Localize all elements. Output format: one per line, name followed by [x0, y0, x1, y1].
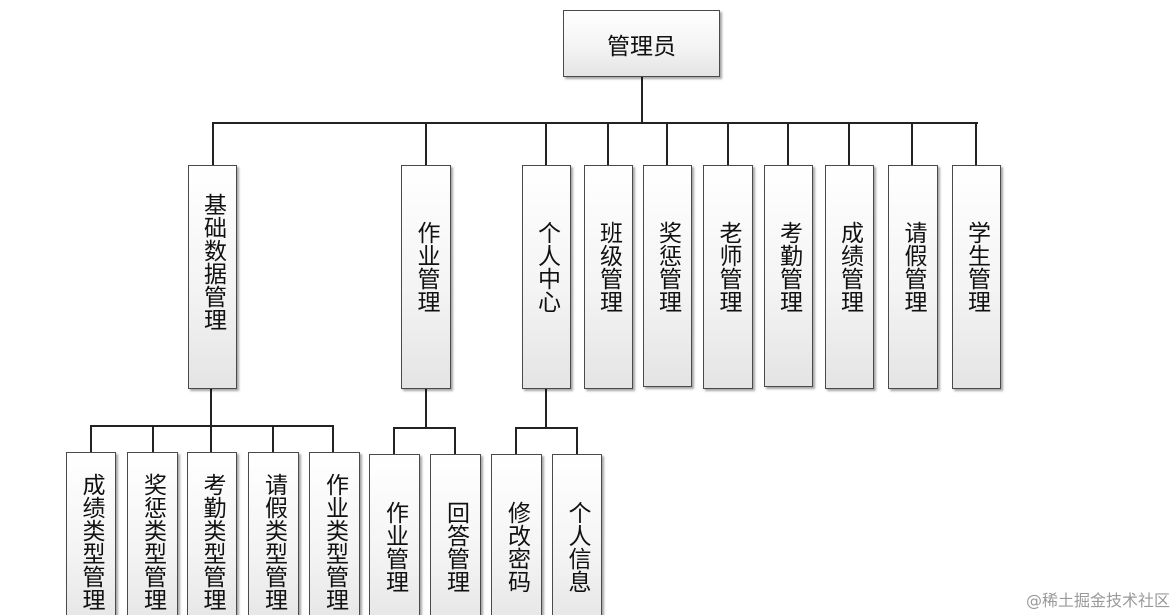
connector-l1-2 — [425, 122, 427, 165]
connector-l1-1 — [212, 122, 214, 165]
connector-l1-6 — [727, 122, 729, 165]
node-teacher-mgmt-label: 老师管理 — [715, 221, 741, 313]
node-personal-info-label: 个人信息 — [564, 501, 590, 593]
node-teacher-mgmt: 老师管理 — [703, 165, 753, 389]
node-grade-type-mgmt: 成绩类型管理 — [66, 452, 116, 615]
watermark-text: @稀土掘金技术社区 — [1025, 591, 1170, 610]
node-attendance-mgmt-label: 考勤管理 — [775, 221, 802, 313]
connector-personal-c2 — [576, 427, 578, 454]
connector-l1-4 — [607, 122, 609, 165]
connector-homework-bus — [393, 427, 456, 429]
node-homework-label: 作业管理 — [413, 221, 439, 313]
connector-l1-8 — [848, 122, 850, 165]
node-answer-mgmt: 回答管理 — [430, 454, 481, 615]
node-reward-mgmt-label: 奖惩管理 — [654, 221, 681, 313]
connector-homework-c2 — [454, 427, 456, 454]
node-class-mgmt-label: 班级管理 — [595, 221, 622, 313]
node-leave-mgmt-label: 请假管理 — [900, 221, 926, 313]
node-homework-type-mgmt-label: 作业类型管理 — [321, 473, 348, 611]
node-leave-mgmt: 请假管理 — [888, 165, 938, 389]
connector-level1-bus — [212, 122, 978, 124]
node-reward-mgmt: 奖惩管理 — [643, 165, 692, 387]
node-grade-type-mgmt-label: 成绩类型管理 — [78, 473, 104, 611]
node-student-mgmt: 学生管理 — [952, 165, 1001, 389]
node-grade-mgmt: 成绩管理 — [825, 165, 874, 389]
connector-l1-9 — [911, 122, 913, 165]
node-personal-center-label: 个人中心 — [533, 221, 560, 313]
node-attendance-type-mgmt-label: 考勤类型管理 — [199, 473, 225, 611]
connector-basic-down — [210, 388, 212, 426]
connector-personal-bus — [515, 427, 578, 429]
node-class-mgmt: 班级管理 — [584, 165, 633, 389]
node-personal-center: 个人中心 — [522, 165, 571, 389]
node-attendance-mgmt: 考勤管理 — [764, 165, 813, 387]
node-change-password-label: 修改密码 — [503, 501, 530, 593]
node-grade-mgmt-label: 成绩管理 — [836, 221, 863, 313]
connector-personal-c1 — [515, 427, 517, 454]
node-answer-mgmt-label: 回答管理 — [442, 501, 469, 593]
node-personal-info: 个人信息 — [552, 454, 602, 615]
node-leave-type-mgmt: 请假类型管理 — [248, 452, 299, 615]
node-change-password: 修改密码 — [491, 454, 542, 615]
connector-l1-5 — [666, 122, 668, 165]
node-reward-type-mgmt-label: 奖惩类型管理 — [139, 473, 166, 611]
node-reward-type-mgmt: 奖惩类型管理 — [127, 452, 178, 615]
node-attendance-type-mgmt: 考勤类型管理 — [187, 452, 237, 615]
node-homework-type-mgmt: 作业类型管理 — [309, 452, 360, 615]
connector-basic-c4 — [272, 425, 274, 452]
connector-basic-c1 — [90, 425, 92, 452]
node-leave-type-mgmt-label: 请假类型管理 — [260, 473, 287, 611]
connector-root-down — [641, 77, 643, 123]
node-student-mgmt-label: 学生管理 — [963, 221, 990, 313]
connector-l1-7 — [787, 122, 789, 165]
root-node-label: 管理员 — [607, 33, 676, 60]
connector-basic-c2 — [152, 425, 154, 452]
connector-l1-3 — [545, 122, 547, 165]
connector-personal-down — [545, 388, 547, 428]
root-node-admin: 管理员 — [563, 10, 720, 77]
node-homework: 作业管理 — [401, 165, 451, 389]
node-homework-sub-mgmt: 作业管理 — [369, 454, 420, 615]
node-basic-data-label: 基础数据管理 — [199, 193, 226, 331]
connector-homework-down — [425, 388, 427, 428]
node-basic-data: 基础数据管理 — [188, 165, 237, 389]
connector-basic-c3 — [210, 425, 212, 452]
connector-l1-10 — [975, 122, 977, 165]
node-homework-sub-mgmt-label: 作业管理 — [381, 501, 408, 593]
connector-homework-c1 — [393, 427, 395, 454]
connector-basic-c5 — [332, 425, 334, 452]
